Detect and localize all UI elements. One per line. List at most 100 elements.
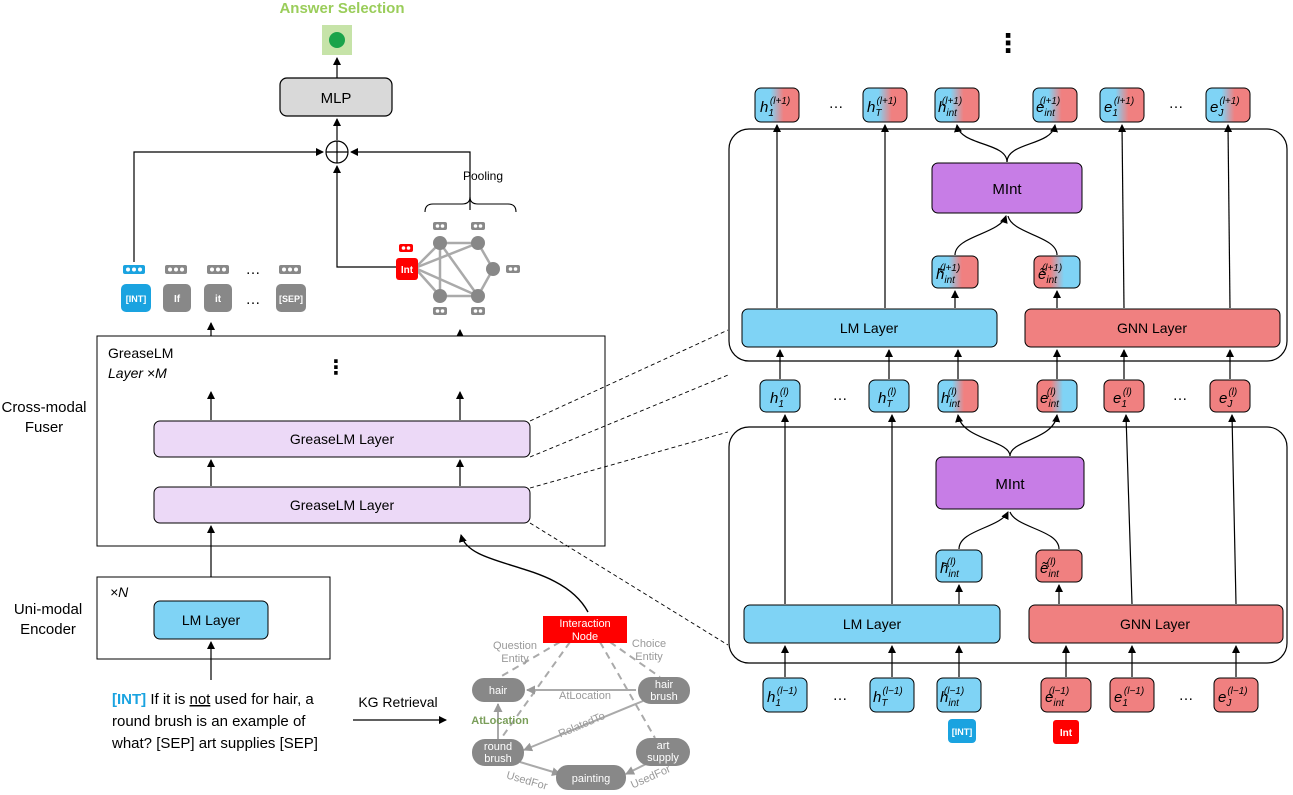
- node-eint-bot: [1040, 677, 1092, 713]
- int-node: [396, 258, 418, 280]
- edge-relatedto-label: RelatedTo: [557, 710, 607, 740]
- kg-node-round-brush: [472, 739, 524, 766]
- kg-node-hair: [472, 678, 525, 702]
- input-not: not: [190, 691, 212, 708]
- input-text-line-3: what? [SEP] art supplies [SEP]: [111, 735, 318, 752]
- encoder-lm-layer-label: LM Layer: [182, 612, 241, 628]
- node-htilde-top: [931, 255, 979, 289]
- kg-retrieval-label: KG Retrieval: [358, 694, 437, 710]
- question-entity-label-2: Entity: [501, 653, 529, 665]
- node-eJ-mid: [1209, 379, 1251, 413]
- row-top: [754, 87, 1251, 123]
- node-e1-top: [1099, 87, 1145, 123]
- node-htilde-bot: [935, 549, 983, 583]
- kg-node-painting-label: painting: [572, 773, 611, 785]
- input-int-token: [INT]: [112, 691, 146, 708]
- token-embeddings: [123, 265, 301, 274]
- greaselm-layer-top: [153, 420, 531, 458]
- lm-layer-bottom-label: LM Layer: [843, 616, 902, 632]
- answer-dot: [329, 32, 345, 48]
- cross-modal-label-1: Cross-modal: [1, 399, 86, 416]
- svg-text:eint(l+1): eint(l+1): [1036, 96, 1060, 119]
- node-hT-bot: [869, 677, 915, 713]
- lm-layer-top-label: LM Layer: [840, 320, 899, 336]
- token-if: [163, 284, 191, 312]
- svg-text:…: …: [1169, 95, 1184, 112]
- mint-bottom-label: MInt: [995, 476, 1025, 493]
- kg-node-art-supply: [636, 738, 690, 766]
- encoder-box-title: ×N: [110, 584, 129, 600]
- kg-node-hair-brush-label-1: hair: [655, 679, 674, 691]
- kg-node-art-supply-label-2: supply: [647, 752, 679, 764]
- node-h1-top: [754, 87, 800, 123]
- kg-node-hair-brush-label-2: brush: [650, 691, 678, 703]
- encoder-lm-layer: [153, 600, 269, 640]
- svg-text:…: …: [833, 687, 848, 704]
- node-h1-bot: [762, 677, 808, 713]
- mint-bottom: [935, 456, 1085, 510]
- node-h1-mid: [759, 379, 801, 413]
- token-it-label: it: [215, 294, 222, 305]
- svg-text:hint(l−1): hint(l−1): [940, 686, 964, 709]
- node-eint-mid: [1036, 379, 1078, 413]
- kg-node-art-supply-label-1: art: [657, 740, 670, 752]
- input-text-line-1: [INT] If it is not used for hair, a: [112, 691, 314, 708]
- node-hint-top: [934, 87, 980, 123]
- svg-text:hint(l): hint(l): [941, 387, 961, 410]
- token-int: [121, 284, 151, 312]
- greaselm-box-title-1: GreaseLM: [108, 345, 173, 361]
- node-eJ-top: [1205, 87, 1251, 123]
- kg-node-hair-brush: [638, 677, 690, 704]
- lm-layer-bottom: [743, 604, 1001, 644]
- int-tag-lm-label: [INT]: [952, 727, 973, 737]
- svg-text:ẽint(l): ẽint(l): [1040, 557, 1060, 580]
- svg-text:…: …: [1173, 387, 1188, 404]
- gnn-layer-bottom: [1028, 604, 1284, 644]
- edge-atlocation-label: AtLocation: [559, 690, 611, 702]
- int-tag-lm: [948, 719, 976, 743]
- row-bottom: [762, 677, 1259, 713]
- zoom-lines: [529, 329, 729, 646]
- int-tag-kg-label: Int: [1060, 728, 1073, 739]
- lm-layer-top: [741, 308, 998, 348]
- choice-entity-label-2: Entity: [635, 651, 663, 663]
- node-hT-mid: [868, 379, 910, 413]
- mint-top: [931, 162, 1083, 214]
- node-hint-mid: [937, 379, 979, 413]
- token-if-label: If: [174, 294, 181, 305]
- svg-text:…: …: [833, 387, 848, 404]
- mint-top-label: MInt: [992, 181, 1022, 198]
- interaction-node-label-1: Interaction: [559, 618, 610, 630]
- question-entity-label-1: Question: [493, 640, 537, 652]
- interaction-node: [543, 616, 627, 643]
- pooled-graph-nodes: [433, 222, 520, 315]
- svg-text:hT(l): hT(l): [878, 387, 896, 410]
- gnn-layer-bottom-label: GNN Layer: [1120, 616, 1190, 632]
- edge-usedfor-1-label: UsedFor: [505, 770, 549, 793]
- greaselm-layer-bottom-label: GreaseLM Layer: [290, 497, 395, 513]
- gnn-layer-top: [1024, 308, 1281, 348]
- gnn-layer-top-label: GNN Layer: [1117, 320, 1187, 336]
- kg-node-painting: [556, 765, 626, 790]
- node-hT-top: [862, 87, 908, 123]
- token-it: [204, 284, 232, 312]
- uni-modal-label-1: Uni-modal: [14, 601, 82, 618]
- svg-text:…: …: [1179, 687, 1194, 704]
- right-arrows: [773, 124, 1240, 677]
- svg-text:hint(l+1): hint(l+1): [938, 96, 962, 119]
- token-sep-label: [SEP]: [279, 294, 303, 304]
- edge-usedfor-2-label: UsedFor: [629, 763, 673, 791]
- interaction-node-label-2: Node: [572, 631, 598, 643]
- node-etilde-top: [1033, 255, 1081, 289]
- node-eint-top: [1032, 87, 1078, 123]
- pooled-graph: [414, 241, 495, 298]
- token-ellipsis: …: [246, 291, 261, 308]
- kg-node-hair-label: hair: [489, 685, 508, 697]
- pooling-label: Pooling: [463, 169, 503, 183]
- greaselm-box-title-2: Layer ×M: [108, 365, 167, 381]
- fuser-vertical-ellipsis: ⋮: [326, 357, 346, 379]
- edge-atlocation-green-label: AtLocation: [471, 715, 529, 727]
- svg-text:…: …: [829, 95, 844, 112]
- svg-text:h̃int(l+1): h̃int(l+1): [936, 263, 960, 286]
